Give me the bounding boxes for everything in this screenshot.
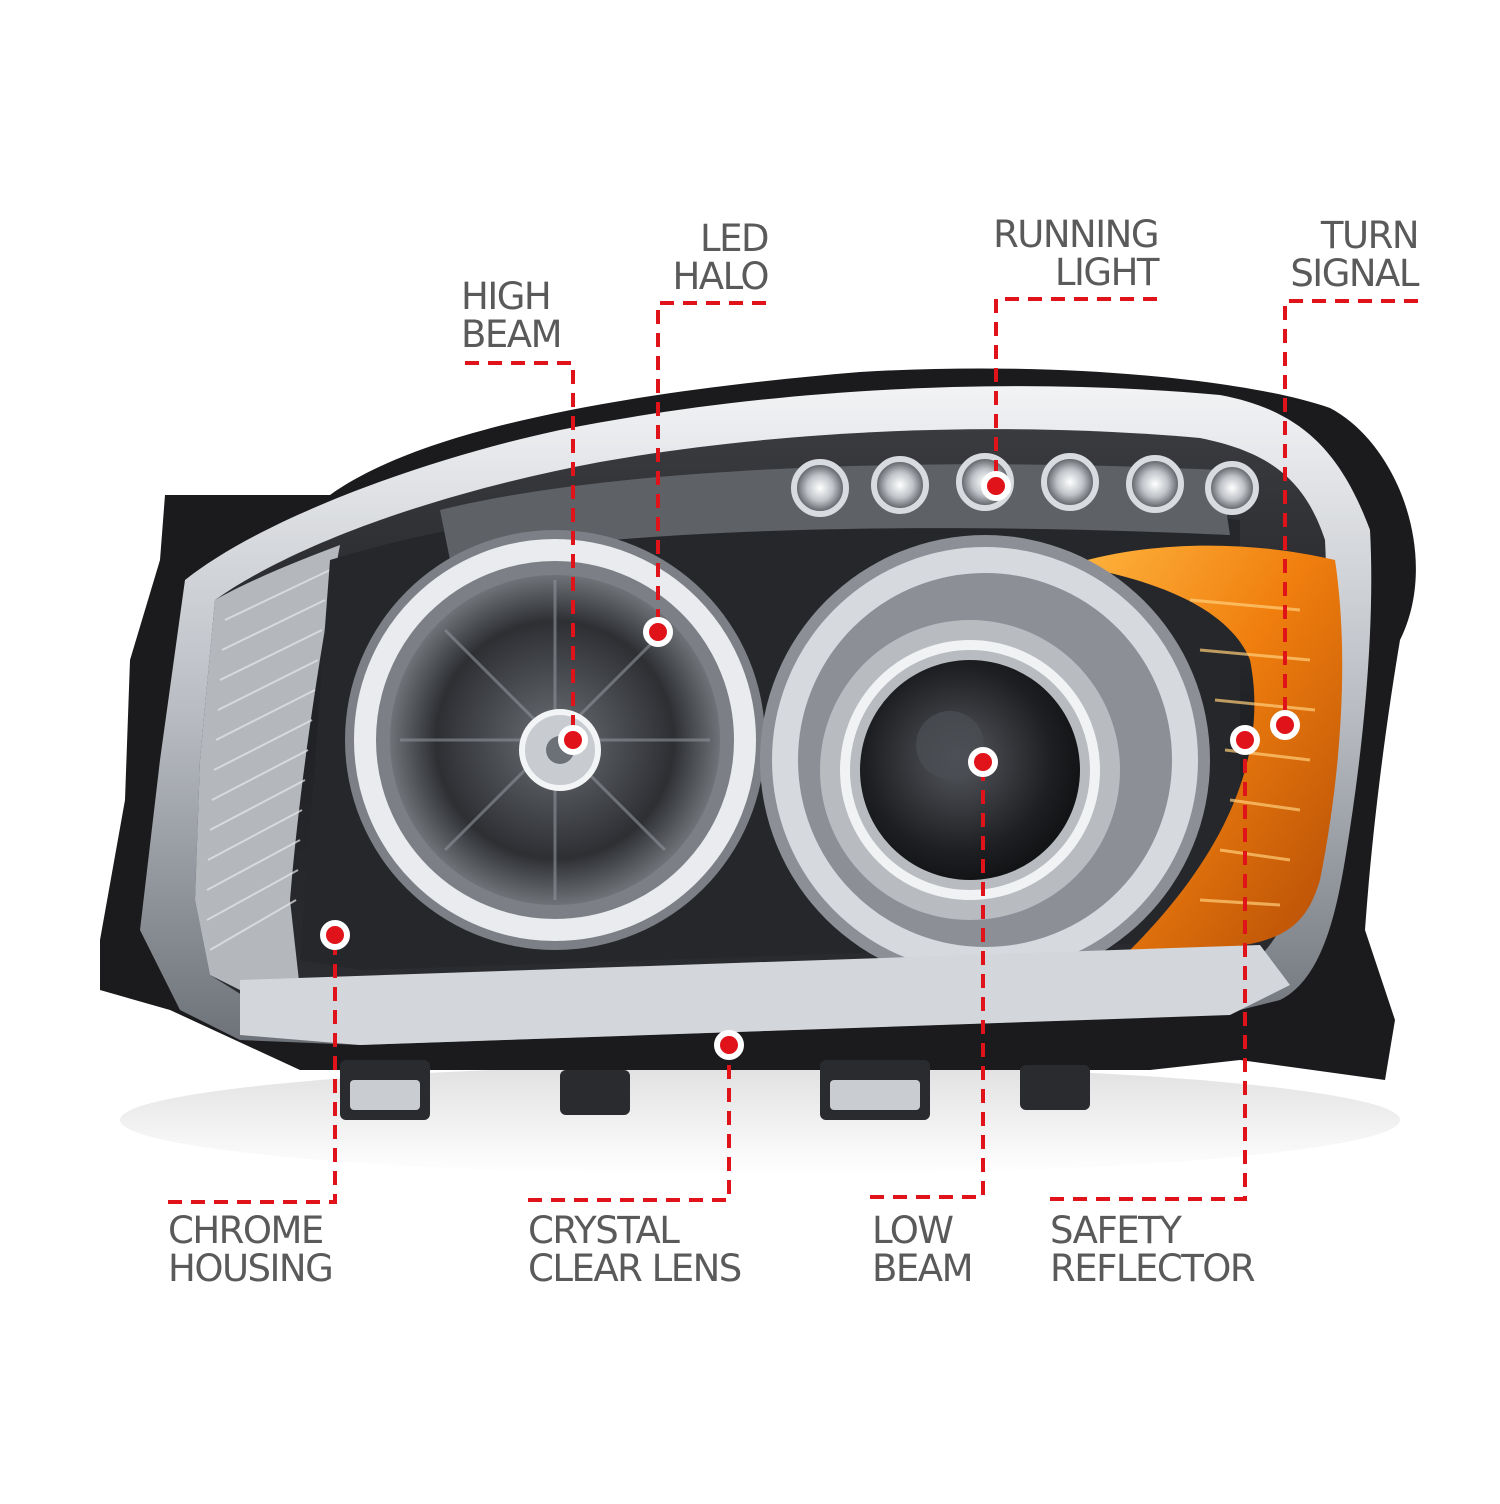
led-halo-leader <box>656 301 766 630</box>
mounting-tab-clips <box>350 1080 920 1110</box>
low-beam-led-halo <box>840 640 1100 900</box>
high-beam-leader <box>465 361 575 740</box>
high-beam-dot <box>558 725 588 755</box>
high-beam-label-line1: HIGH <box>461 275 552 318</box>
running-led <box>1041 453 1099 511</box>
safety-reflector-dot <box>1230 725 1260 755</box>
low-beam-label: LOW BEAM <box>872 1209 974 1290</box>
crystal-clear-lens-dot <box>714 1030 744 1060</box>
low-beam-label-line2: BEAM <box>872 1247 974 1290</box>
high-beam-halo-ring <box>354 539 756 941</box>
amber-turn-signal <box>1070 545 1343 950</box>
safety-reflector-label-line1: SAFETY <box>1050 1209 1182 1252</box>
led-halo-label-line2: HALO <box>672 255 769 298</box>
running-led <box>1126 455 1184 513</box>
low-beam-dot <box>968 747 998 777</box>
turn-signal-leader <box>1283 299 1418 724</box>
running-light-label: RUNNING LIGHT <box>960 213 1160 294</box>
chrome-housing-label: CHROME HOUSING <box>168 1209 334 1290</box>
callout-dots <box>320 471 1300 1060</box>
chrome-housing-dot <box>320 920 350 950</box>
chrome-housing-label-line2: HOUSING <box>168 1247 334 1290</box>
turn-signal-dot <box>1270 710 1300 740</box>
led-halo-label-line1: LED <box>700 217 769 260</box>
chrome-housing-texture <box>206 569 331 951</box>
chrome-housing-leader <box>168 935 337 1204</box>
led-halo-label: LED HALO <box>640 217 769 298</box>
floor-shadow <box>120 1065 1400 1175</box>
crystal-clear-lens-leader <box>528 1045 731 1202</box>
turn-signal-label-line1: TURN <box>1320 214 1420 257</box>
crystal-clear-lens-label: CRYSTAL CLEAR LENS <box>528 1209 742 1290</box>
running-light-leader <box>994 297 1157 485</box>
safety-reflector-leader <box>1050 740 1247 1201</box>
running-light-label-line2: LIGHT <box>1054 251 1160 294</box>
turn-signal-label-line2: SIGNAL <box>1290 252 1419 295</box>
high-beam-label-line2: BEAM <box>461 313 563 356</box>
led-halo-dot <box>643 617 673 647</box>
low-beam-label-line1: LOW <box>872 1209 954 1252</box>
running-light-label-line1: RUNNING <box>993 213 1159 256</box>
crystal-clear-lens-label-line2: CLEAR LENS <box>528 1247 742 1290</box>
chrome-housing-label-line1: CHROME <box>168 1209 324 1252</box>
high-beam-label: HIGH BEAM <box>461 275 563 356</box>
bottom-chrome-trim <box>240 945 1290 1045</box>
safety-reflector-label: SAFETY REFLECTOR <box>1050 1209 1256 1290</box>
running-led <box>1205 461 1259 515</box>
crystal-clear-lens-label-line1: CRYSTAL <box>528 1209 680 1252</box>
callout-lines <box>168 297 1418 1204</box>
safety-reflector-label-line2: REFLECTOR <box>1050 1247 1256 1290</box>
running-led <box>871 456 929 514</box>
turn-signal-label: TURN SIGNAL <box>1270 214 1420 295</box>
running-light-dot <box>981 471 1011 501</box>
running-led <box>791 459 849 517</box>
low-beam-leader <box>870 762 985 1199</box>
amber-facets <box>1189 598 1316 907</box>
